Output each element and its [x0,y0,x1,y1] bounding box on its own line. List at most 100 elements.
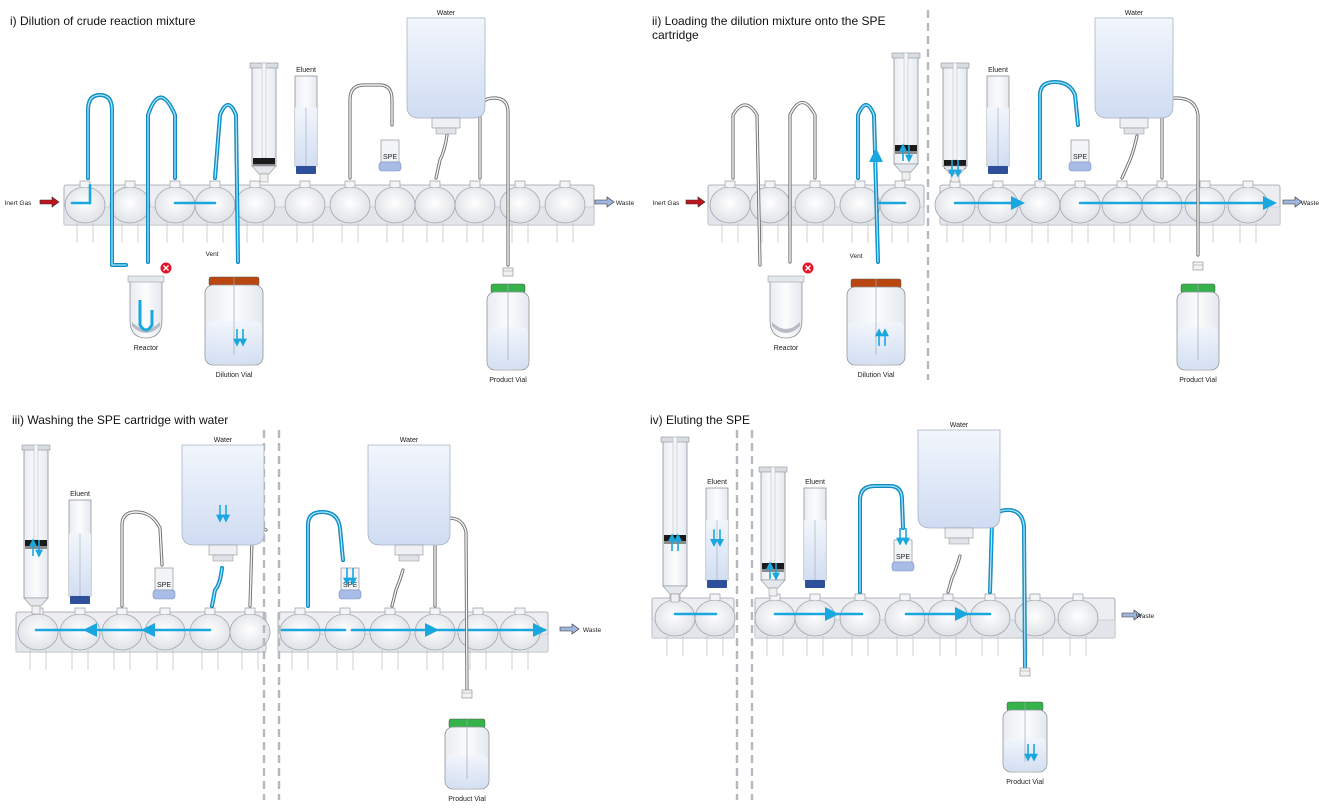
panel-2-valve-l-4 [879,186,921,224]
panel-4-eluent-a-label: Eluent [707,479,727,486]
panel-4-valve-r-3-port [899,593,911,600]
panel-2-valve-r-0 [934,186,976,224]
panel-2-flow-arrow-1 [1011,196,1025,210]
panel-1-gray-tube-3-outline [478,96,510,267]
panel-2-eluent-label: Eluent [988,67,1008,74]
panel-3-syringe-plunger [25,540,47,546]
panel-2-valve-r-1-port [992,180,1004,187]
panel-4-product-luer [1019,667,1031,677]
panel-1-valve-11-port [559,180,571,187]
panel-1-valve-2-port [169,180,181,187]
panel-2-flow-arrow-2 [1263,196,1277,210]
panel-1-valve-5-port [299,180,311,187]
panel-1-valve-4-port [249,180,261,187]
panel-1-valve-0-port [79,180,91,187]
panel-3-valve-r-4 [457,613,499,651]
panel-3-valve-r-4-port [472,607,484,614]
panel-1-valve-8 [414,186,456,224]
panel-2-valve-r-2 [1019,186,1061,224]
panel-1-eluent-cap [296,166,316,174]
panel-3-spe-1-label: SPE [157,582,171,589]
panel-3-water-bag-2-connector [398,554,420,562]
panel-3-water-bag-2-port [394,544,424,556]
panel-4-syringe-b-tip [760,579,786,589]
panel-1-water-bag-label: Water [437,10,456,17]
panel-2-water-bag [1094,17,1174,119]
panel-3-flow-arrow-2 [141,623,155,637]
panel-4-valve-l-0 [654,599,696,637]
panel-title-3: iii) Washing the SPE cartridge with wate… [12,413,229,427]
panel-1-water-bag-connector [435,127,457,135]
panel-4-valve-r-4 [927,599,969,637]
panel-1-gray-tube-2 [435,134,448,179]
panel-2-valve-r-5-port [1156,180,1168,187]
panel-4-tube-product-highlight [989,509,1026,669]
panel-1-valve-9-port [469,180,481,187]
panel-4-tube-product [988,508,1027,670]
panel-1-valve-10-port [514,180,526,187]
panel-4-syringe-a-luer [670,593,680,603]
panel-2-valve-l-3-port [854,180,866,187]
panel-2-valve-r-2-port [1034,180,1046,187]
panel-2-tube-up-highlight [857,104,879,263]
panel-2-reactor [769,279,803,339]
panel-1-waste-arrow [594,196,615,208]
panel-2-water-bag-connector [1123,127,1145,135]
panel-2-valve-r-3 [1059,186,1101,224]
panel-1-valve-5 [284,186,326,224]
panel-4-valve-r-7 [1057,599,1099,637]
panel-3-valve-r-1-port [339,607,351,614]
panel-4-gray-tube-1 [947,555,961,593]
panel-1-reactor-lid [127,275,165,283]
panel-3-flow-arrow-3 [425,623,439,637]
panel-4-valve-r-6 [1014,599,1056,637]
panel-3-valve-r-2 [369,613,411,651]
panel-1-tube-b [146,96,177,264]
panel-1-valve-3-port [209,180,221,187]
panel-2-dilution-vial-label: Dilution Vial [858,372,895,379]
panel-2-gray-tube-2 [789,101,816,263]
panel-3-product-vial-label: Product Vial [448,796,486,803]
panel-1-valve-1 [109,186,151,224]
panel-2-syringe-b-tip [942,165,968,175]
panel-1-eluent-label: Eluent [296,67,316,74]
panel-4-valve-r-4-port [942,593,954,600]
panel-title-2: ii) Loading the dilution mixture onto th… [652,14,886,42]
panel-3-syringe-seal [25,546,47,549]
panel-1-syringe-plunger [253,158,275,164]
panel-4-spe-ring [891,561,915,572]
panel-3-water-bag-1-label: Water [214,437,233,444]
panel-2-gray-tube-1 [732,104,761,266]
panel-4-tube-product-outline [988,508,1027,670]
panel-4-water-bag-label: Water [950,422,969,429]
panel-4-tube-spe [858,484,905,594]
panel-2-eluent-cap [988,166,1008,174]
panel-2-product-vial-label: Product Vial [1179,377,1217,384]
panel-3-valve-r-0-port [294,607,306,614]
panel-1-water-bag [406,17,486,119]
panel-1-valve-11 [544,186,586,224]
panel-4-valve-l-1-port [709,593,721,600]
panel-4-tube-spe-outline [858,484,905,594]
panel-1-reactor-residue [132,322,160,333]
panel-3-eluent-label: Eluent [70,491,90,498]
panel-2-syringe-b-plunger [944,160,966,166]
panel-3-valve-l-2 [101,613,143,651]
panel-1-syringe-rod [261,62,267,159]
panel-1-valve-7 [374,186,416,224]
panel-3-flow-arrow-4 [533,623,547,637]
panel-3-tube-spe-highlight [307,511,344,607]
panel-1-syringe-luer [259,173,269,183]
panel-3-water-bag-1 [181,444,265,546]
panel-1-reactor-flow [138,300,154,332]
panel-3-waste-label: Waste [583,627,602,634]
panel-1-valve-4 [234,186,276,224]
panel-4-valve-r-6-port [1029,593,1041,600]
panel-2-water-bag-label: Water [1125,10,1144,17]
panel-1-valve-3 [194,186,236,224]
panel-2-reactor-lid [767,275,805,283]
panel-1-valve-8-port [429,180,441,187]
panel-2-syringe-a-rod [903,52,909,146]
